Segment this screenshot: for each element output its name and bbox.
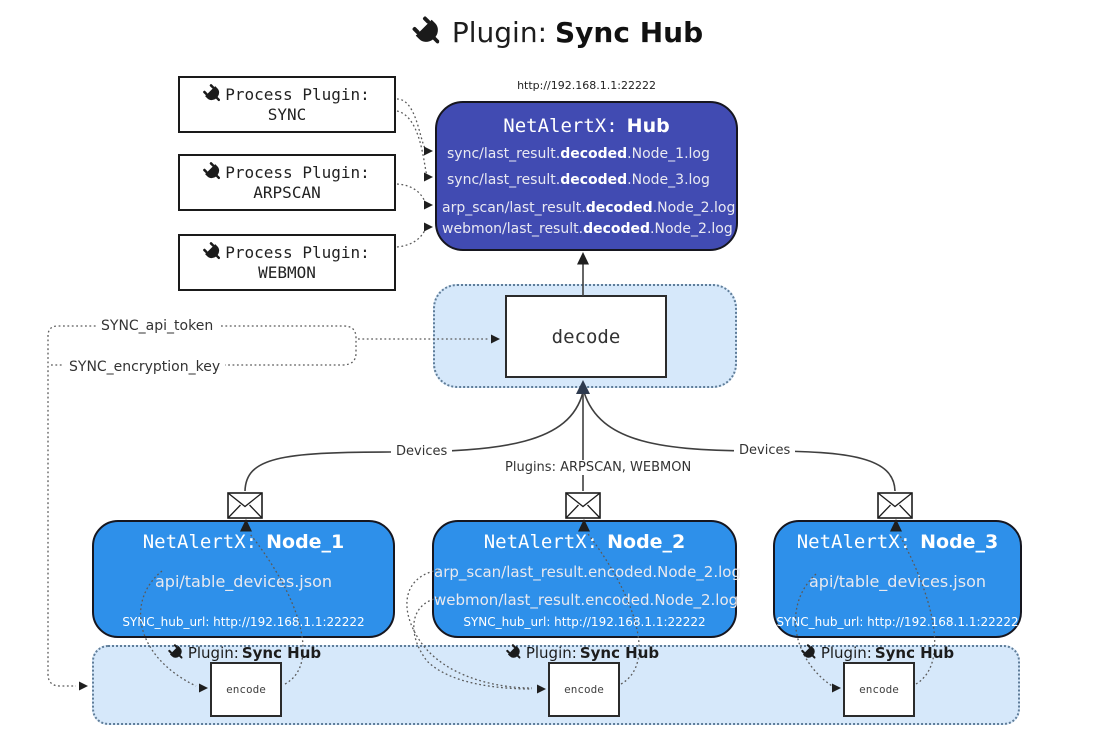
hub-url: http://192.168.1.1:22222 bbox=[517, 79, 656, 92]
node-title-bold: Node_2 bbox=[607, 531, 686, 553]
log-bold: decoded bbox=[585, 200, 653, 216]
process-plugin-label: Process Plugin: bbox=[225, 163, 370, 182]
process-plugin-label: Process Plugin: bbox=[225, 243, 370, 262]
encoder-label-prefix: Plugin: bbox=[525, 644, 577, 662]
node-3-box: NetAlertX: Node_3 api/table_devices.json… bbox=[773, 520, 1022, 638]
process-plugin-label: Process Plugin: bbox=[225, 85, 370, 104]
node-title-bold: Node_1 bbox=[266, 531, 345, 553]
hub-box: NetAlertX: Hub sync/last_result.decoded.… bbox=[435, 101, 738, 251]
envelope-icon bbox=[227, 492, 263, 519]
node-file: arp_scan/last_result.encoded.Node_2.log bbox=[434, 563, 741, 581]
log-post: .Node_2.log bbox=[652, 200, 736, 216]
log-bold: decoded bbox=[583, 221, 651, 237]
log-post: .Node_3.log bbox=[627, 172, 710, 188]
sync-api-token-label: SYNC_api_token bbox=[96, 318, 219, 334]
plugins-mid-label: Plugins: ARPSCAN, WEBMON bbox=[500, 460, 697, 475]
envelope-icon bbox=[877, 492, 913, 519]
node-title: NetAlertX: Node_2 bbox=[434, 531, 735, 553]
edge-node3-devices bbox=[583, 391, 896, 492]
node-1-box: NetAlertX: Node_1 api/table_devices.json… bbox=[92, 520, 395, 638]
process-plugin-name: ARPSCAN bbox=[253, 183, 321, 202]
process-plugin-name: SYNC bbox=[267, 105, 307, 124]
node-title-bold: Node_3 bbox=[920, 531, 999, 553]
decode-box: decode bbox=[505, 295, 667, 378]
plug-icon bbox=[801, 644, 816, 659]
arrowhead-log1 bbox=[424, 146, 433, 156]
process-plugin-header: Process Plugin: bbox=[203, 242, 370, 262]
edge-config-left-rail bbox=[47, 325, 100, 687]
node-file: webmon/last_result.encoded.Node_2.log bbox=[434, 591, 739, 609]
edge-sync-to-log1 bbox=[396, 98, 429, 152]
hub-title-bold: Hub bbox=[626, 115, 670, 137]
sync-encryption-key-label: SYNC_encryption_key bbox=[64, 359, 226, 375]
process-plugin-header: Process Plugin: bbox=[203, 162, 370, 182]
log-bold: decoded bbox=[560, 146, 628, 162]
log-pre: webmon/last_result. bbox=[442, 221, 584, 237]
log-post: .Node_1.log bbox=[627, 146, 710, 162]
title-bold: Sync Hub bbox=[555, 16, 704, 49]
encoder-label-bold: Sync Hub bbox=[579, 644, 660, 662]
plug-icon bbox=[168, 644, 183, 659]
process-plugin-webmon: Process Plugin: WEBMON bbox=[178, 234, 396, 291]
hub-log-entry: arp_scan/last_result.decoded.Node_2.log bbox=[442, 198, 735, 218]
log-pre: arp_scan/last_result. bbox=[442, 200, 586, 216]
title-prefix: Plugin: bbox=[451, 16, 548, 49]
plug-icon bbox=[506, 644, 521, 659]
edge-arpscan-to-log3 bbox=[396, 183, 429, 206]
edge-node1-devices bbox=[244, 391, 584, 492]
encode-box: encode bbox=[548, 662, 620, 717]
node-hub-url: SYNC_hub_url: http://192.168.1.1:22222 bbox=[463, 615, 706, 629]
plug-icon bbox=[203, 162, 221, 180]
envelope-icon bbox=[565, 492, 601, 519]
page-title: Plugin: Sync Hub bbox=[0, 16, 1117, 49]
node-title-prefix: NetAlertX: bbox=[796, 531, 912, 553]
encode-box: encode bbox=[210, 662, 282, 717]
encoder-label: Plugin: Sync Hub bbox=[165, 644, 325, 662]
arrowhead-into-band bbox=[79, 681, 88, 691]
encoder-label: Plugin: Sync Hub bbox=[503, 644, 663, 662]
process-plugin-header: Process Plugin: bbox=[203, 84, 370, 104]
node-title: NetAlertX: Node_3 bbox=[775, 531, 1020, 553]
log-pre: sync/last_result. bbox=[447, 172, 561, 188]
edge-config-loop bbox=[221, 325, 357, 366]
encoder-label: Plugin: Sync Hub bbox=[798, 644, 958, 662]
hub-log-entry: webmon/last_result.decoded.Node_2.log bbox=[442, 219, 733, 239]
hub-title: NetAlertX: Hub bbox=[437, 115, 736, 137]
arrowhead-into-hub bbox=[577, 252, 589, 265]
encoder-label-bold: Sync Hub bbox=[241, 644, 322, 662]
hub-title-prefix: NetAlertX: bbox=[503, 115, 618, 137]
encoder-label-prefix: Plugin: bbox=[820, 644, 872, 662]
node-title-prefix: NetAlertX: bbox=[483, 531, 599, 553]
node-file: api/table_devices.json bbox=[154, 572, 332, 591]
node-hub-url: SYNC_hub_url: http://192.168.1.1:22222 bbox=[776, 615, 1019, 629]
process-plugin-sync: Process Plugin: SYNC bbox=[178, 76, 396, 133]
hub-log-entry: sync/last_result.decoded.Node_3.log bbox=[447, 170, 710, 190]
plug-icon bbox=[203, 242, 221, 260]
plug-icon bbox=[203, 84, 221, 102]
node-title: NetAlertX: Node_1 bbox=[94, 531, 393, 553]
arrowhead-log3 bbox=[424, 200, 433, 210]
log-bold: decoded bbox=[560, 172, 628, 188]
encoder-label-prefix: Plugin: bbox=[187, 644, 239, 662]
edge-webmon-to-log4 bbox=[396, 226, 429, 248]
node-title-prefix: NetAlertX: bbox=[142, 531, 258, 553]
devices-right-label: Devices bbox=[734, 443, 796, 458]
encode-box: encode bbox=[843, 662, 915, 717]
arrowhead-log4 bbox=[424, 222, 433, 232]
plug-icon bbox=[412, 16, 440, 43]
node-hub-url: SYNC_hub_url: http://192.168.1.1:22222 bbox=[122, 615, 365, 629]
hub-log-entry: sync/last_result.decoded.Node_1.log bbox=[447, 144, 710, 164]
edge-sync-to-log2 bbox=[396, 110, 429, 178]
arrowhead-log2 bbox=[424, 172, 433, 182]
log-post: .Node_2.log bbox=[650, 221, 733, 237]
node-2-box: NetAlertX: Node_2 arp_scan/last_result.e… bbox=[432, 520, 741, 638]
node-file: api/table_devices.json bbox=[808, 572, 986, 591]
devices-left-label: Devices bbox=[391, 444, 453, 459]
process-plugin-arpscan: Process Plugin: ARPSCAN bbox=[178, 154, 396, 211]
log-pre: sync/last_result. bbox=[447, 146, 561, 162]
process-plugin-name: WEBMON bbox=[258, 263, 316, 282]
encoder-label-bold: Sync Hub bbox=[874, 644, 955, 662]
